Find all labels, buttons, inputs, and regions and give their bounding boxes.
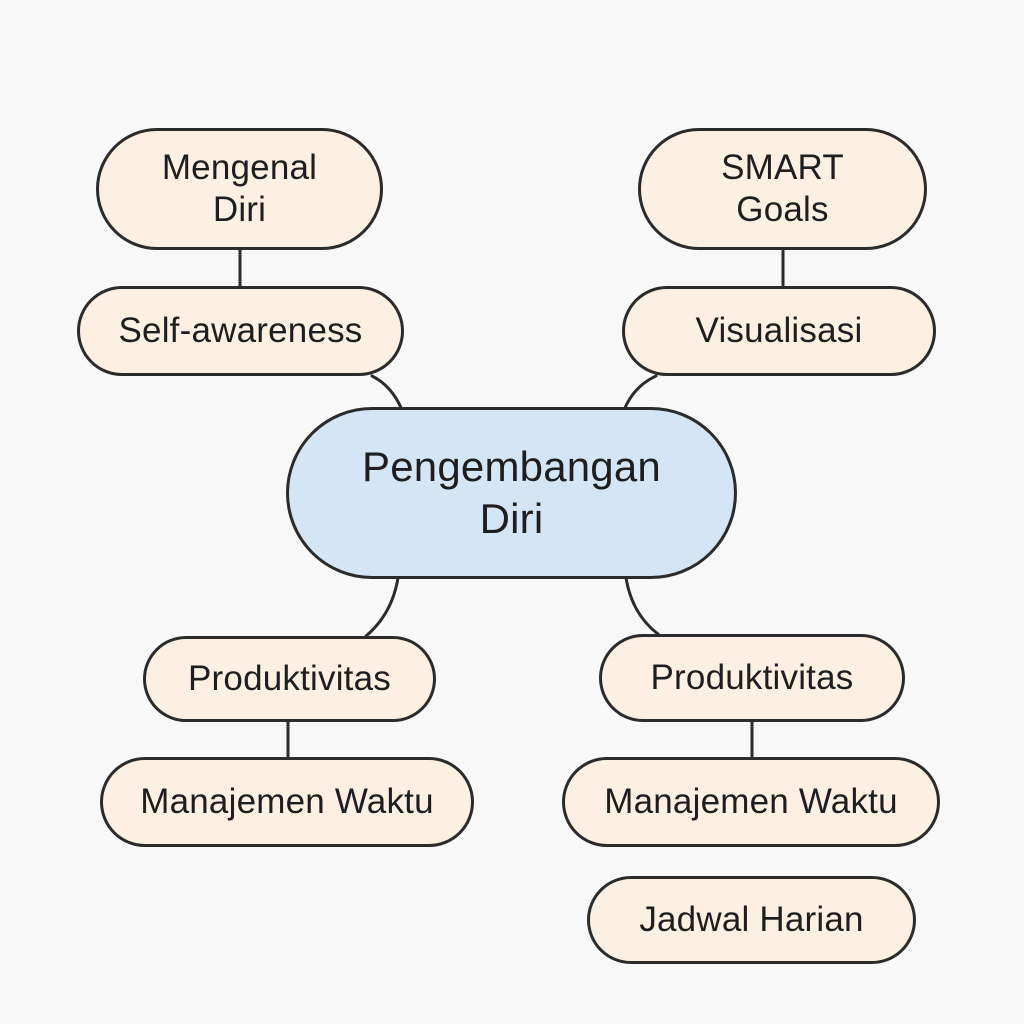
node-manajemen-waktu-right[interactable]: Manajemen Waktu <box>562 757 940 847</box>
central-node-pengembangan-diri[interactable]: Pengembangan Diri <box>286 407 737 579</box>
node-produktivitas-left-label: Produktivitas <box>188 659 391 698</box>
node-manajemen-waktu-left[interactable]: Manajemen Waktu <box>100 757 474 847</box>
node-smart-goals-label: SMART Goals <box>721 148 844 229</box>
node-produktivitas-right[interactable]: Produktivitas <box>599 634 905 722</box>
central-node-label: Pengembangan Diri <box>362 443 661 542</box>
node-manajemen-waktu-left-label: Manajemen Waktu <box>140 782 434 821</box>
node-mengenal-diri[interactable]: Mengenal Diri <box>96 128 383 250</box>
connector-center-produktivitas-right <box>624 576 660 636</box>
node-visualisasi[interactable]: Visualisasi <box>622 286 936 376</box>
node-produktivitas-right-label: Produktivitas <box>650 658 854 697</box>
connector-center-visualisasi <box>622 374 658 412</box>
node-visualisasi-label: Visualisasi <box>695 311 863 350</box>
node-mengenal-diri-label: Mengenal Diri <box>161 148 318 229</box>
node-self-awareness[interactable]: Self-awareness <box>77 286 404 376</box>
node-jadwal-harian[interactable]: Jadwal Harian <box>587 876 916 964</box>
node-smart-goals[interactable]: SMART Goals <box>638 128 927 250</box>
node-produktivitas-left[interactable]: Produktivitas <box>143 636 436 722</box>
connector-center-selfawareness <box>370 374 404 412</box>
node-manajemen-waktu-right-label: Manajemen Waktu <box>604 782 898 821</box>
node-jadwal-harian-label: Jadwal Harian <box>639 900 864 939</box>
connector-center-produktivitas-left <box>364 576 400 638</box>
node-self-awareness-label: Self-awareness <box>118 311 363 350</box>
